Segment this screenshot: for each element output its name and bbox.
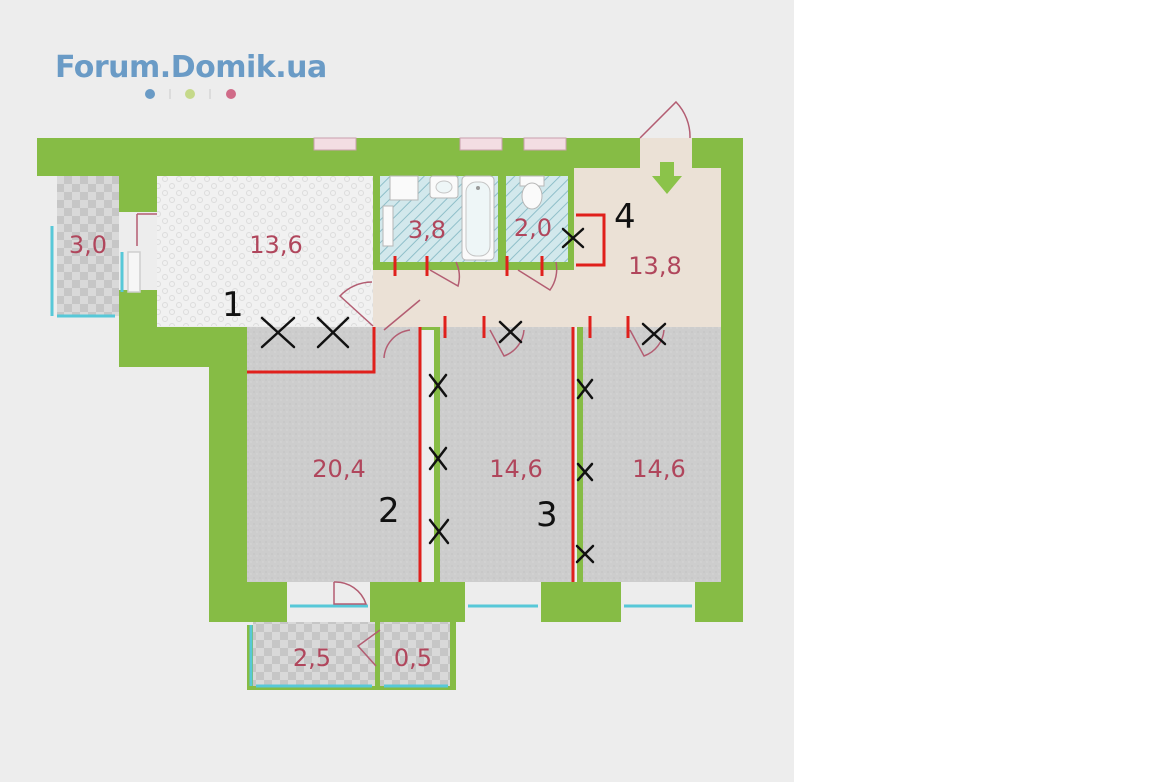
room-label-kitchen: 13,6 [249, 231, 302, 259]
room-middle-floor [440, 327, 573, 582]
interior-walls [247, 168, 583, 690]
room-label-hallway: 13,8 [628, 252, 681, 280]
closet-floor [380, 622, 450, 686]
room-label-middle-room: 14,6 [489, 455, 542, 483]
new-walls [247, 213, 630, 582]
bathtub-icon [461, 175, 495, 261]
room-label-toilet: 2,0 [514, 214, 552, 242]
top-windows [313, 137, 567, 151]
entrance-arrow-icon [652, 162, 682, 194]
balcony-bottom-floor [253, 622, 378, 686]
floor-plan-canvas: Forum.Domik.ua [0, 0, 794, 782]
balcony-left-floor [57, 176, 119, 316]
annotation-numbers: 1 2 3 4 [222, 197, 636, 535]
hallway-floor [373, 168, 721, 327]
demolition-marks [260, 227, 667, 564]
kitchen-floor [157, 176, 373, 326]
site-logo: Forum.Domik.ua [55, 50, 327, 85]
logo-dots-icon [145, 89, 236, 99]
window-icon [50, 226, 692, 688]
room-label-closet: 0,5 [394, 644, 432, 672]
mark-1: 1 [222, 285, 244, 325]
mark-2: 2 [378, 491, 400, 531]
room-label-right-room: 14,6 [632, 455, 685, 483]
toilet-icon [519, 175, 545, 210]
room-label-large-room: 20,4 [312, 455, 365, 483]
room-labels: 3,0 13,6 3,8 2,0 13,8 20,4 14,6 14,6 2,5… [69, 214, 686, 672]
sink-icon [382, 175, 459, 247]
room-label-balcony-bottom: 2,5 [293, 644, 331, 672]
mark-3: 3 [536, 495, 558, 535]
mark-4: 4 [614, 197, 636, 237]
door-swing-icon [120, 100, 691, 667]
floor-plan: 3,0 13,6 3,8 2,0 13,8 20,4 14,6 14,6 2,5… [37, 100, 743, 690]
room-large-floor [247, 327, 419, 582]
room-label-bathroom: 3,8 [408, 216, 446, 244]
room-right-floor [583, 327, 721, 582]
room-label-balcony-left: 3,0 [69, 231, 107, 259]
